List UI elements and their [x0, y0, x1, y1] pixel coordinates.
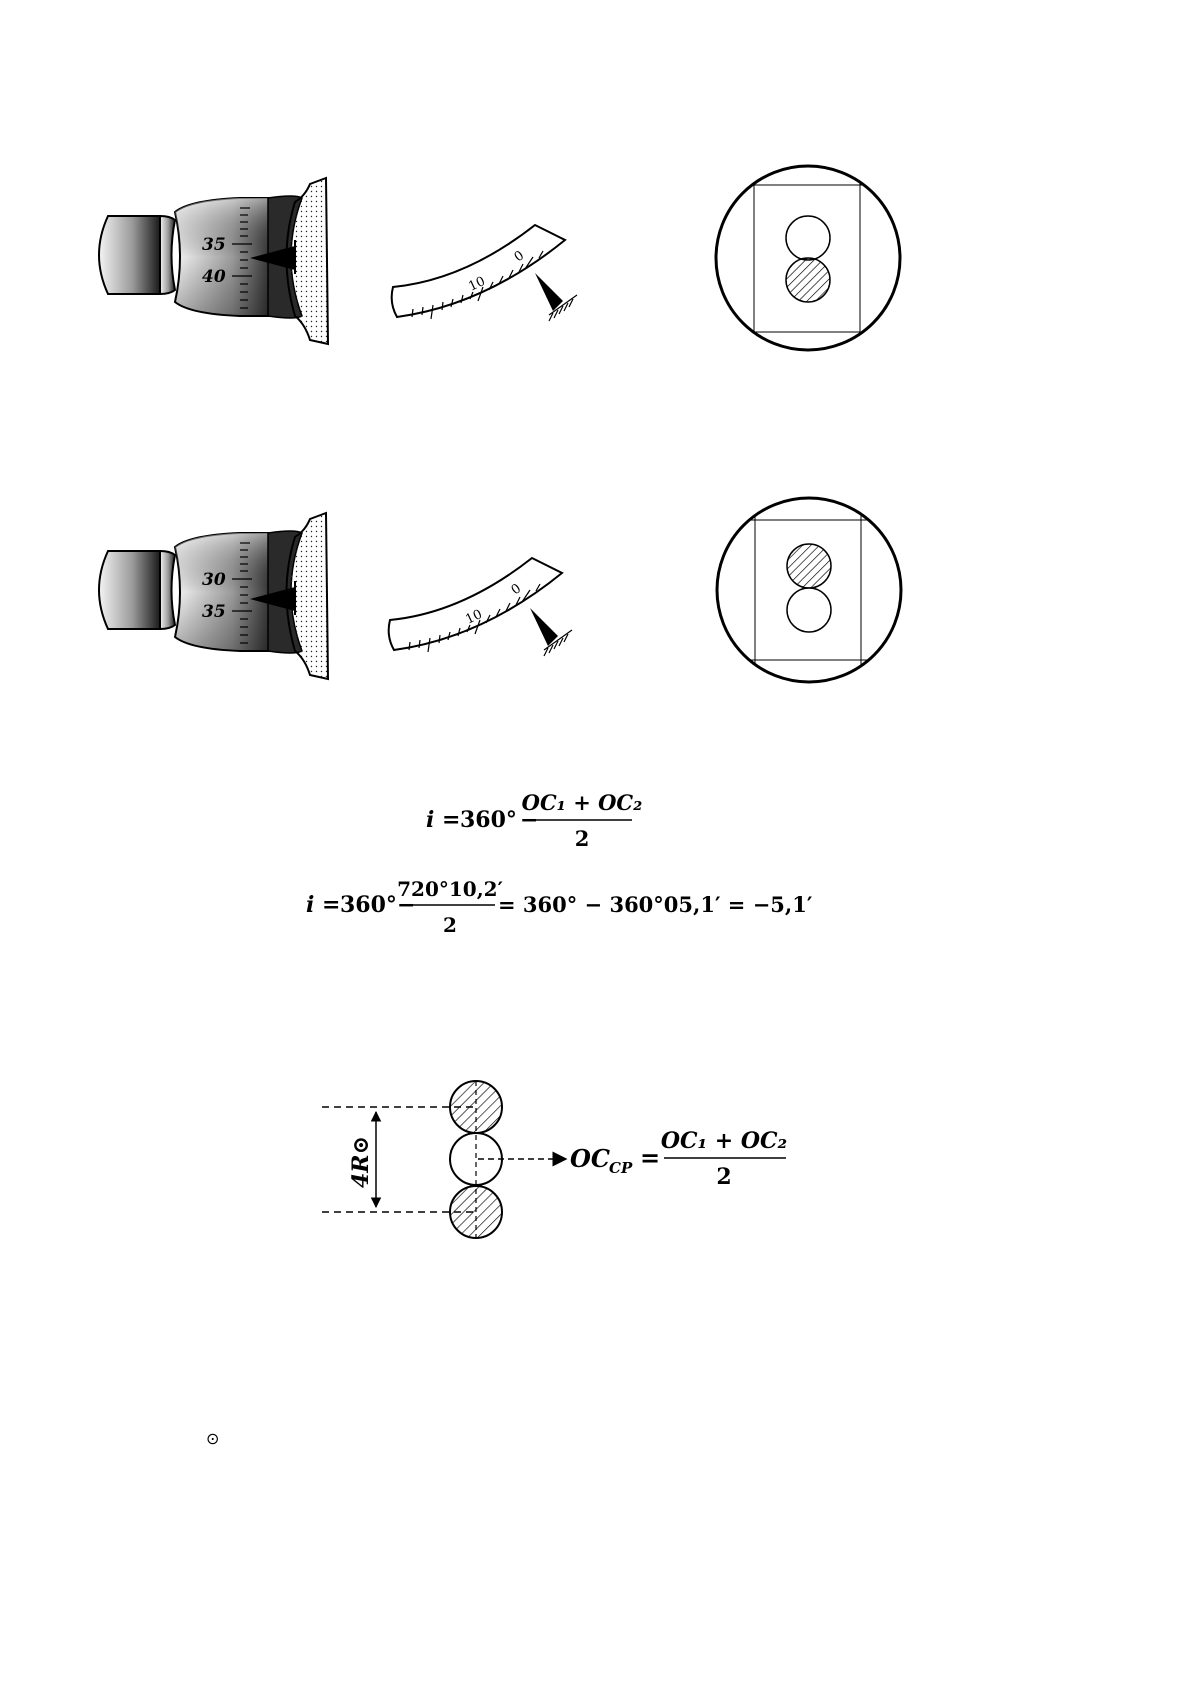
- formula-1: i = 360° − OC₁ + OC₂ 2: [420, 780, 660, 860]
- result-lhs: OC: [570, 1144, 610, 1173]
- arc-scale-2: 10 0: [382, 548, 592, 678]
- formula-2-angle: 360°: [340, 892, 397, 918]
- formula-1-eq: =: [442, 807, 460, 833]
- result-numerator: OC₁ + OC₂: [661, 1128, 787, 1154]
- micrometer-drum-1: 35 40: [90, 170, 380, 370]
- formula-1-denominator: 2: [575, 826, 590, 851]
- eyepiece-view-1: [710, 160, 910, 360]
- result-denominator: 2: [716, 1164, 731, 1190]
- arc-pointer-icon: [535, 273, 563, 311]
- formula-2-eq: =: [322, 892, 340, 918]
- sun-diameter-diagram: 4R⊙ OC CP = OC₁ + OC₂ 2: [318, 1070, 838, 1250]
- micrometer-drum-2: 30 35: [90, 505, 380, 705]
- arc-pointer-icon: [530, 608, 558, 646]
- formula-1-lhs: i: [426, 807, 434, 833]
- arc-scale-1: 10 0: [385, 215, 595, 345]
- formula-2-lhs: i: [306, 892, 314, 918]
- formula-2-numerator: 720°10,2′: [397, 877, 503, 901]
- reticle-circle-top: [786, 216, 830, 260]
- sun-symbol-footnote: ⊙: [206, 1429, 219, 1448]
- drum-tick-label-lower: 40: [202, 267, 226, 287]
- sun-disk-center: [450, 1133, 502, 1185]
- reticle-circle-bottom: [787, 588, 831, 632]
- drum-tick-label-lower: 35: [202, 602, 226, 622]
- formula-2-denominator: 2: [443, 913, 457, 937]
- drum-tick-label-upper: 30: [202, 570, 226, 590]
- eyepiece-view-2: [711, 492, 911, 692]
- formula-2: i = 360° − 720°10,2′ 2 = 360° − 360°05,1…: [300, 868, 820, 948]
- reticle-circle-hatched: [787, 544, 831, 588]
- reticle-circle-hatched: [786, 258, 830, 302]
- result-subscript: CP: [609, 1159, 633, 1177]
- dimension-label: 4R⊙: [348, 1136, 374, 1188]
- formula-1-numerator: OC₁ + OC₂: [522, 790, 643, 815]
- drum-tick-label-upper: 35: [202, 235, 226, 255]
- formula-1-angle: 360°: [460, 807, 517, 833]
- formula-2-rest: = 360° − 360°05,1′ = −5,1′: [498, 892, 813, 917]
- result-eq: =: [640, 1143, 660, 1172]
- sun-disk-top: [450, 1081, 502, 1133]
